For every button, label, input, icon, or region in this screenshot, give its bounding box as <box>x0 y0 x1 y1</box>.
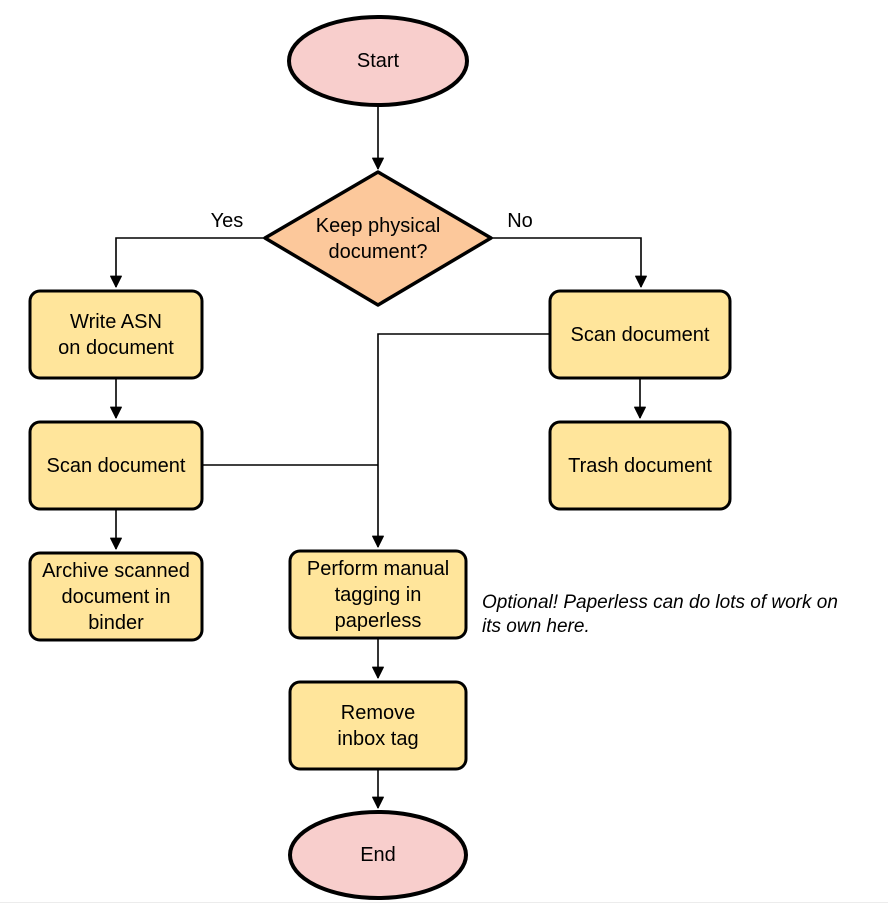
edge-scanright-to-tagging <box>372 333 550 548</box>
end-terminal-shape <box>288 810 468 900</box>
edge-decision-no <box>491 237 647 288</box>
connector-group <box>110 105 647 809</box>
bottom-divider <box>0 902 888 903</box>
scan-right-shape <box>548 289 732 380</box>
start-terminal-shape <box>287 15 469 107</box>
archive-shape <box>28 551 204 642</box>
tagging-shape <box>288 549 468 640</box>
trash-shape <box>548 420 732 511</box>
edge-decision-yes <box>110 237 265 288</box>
write-asn-shape <box>28 289 204 380</box>
scan-left-shape <box>28 420 204 511</box>
remove-inbox-shape <box>288 680 468 771</box>
decision-diamond-shape <box>263 170 493 307</box>
